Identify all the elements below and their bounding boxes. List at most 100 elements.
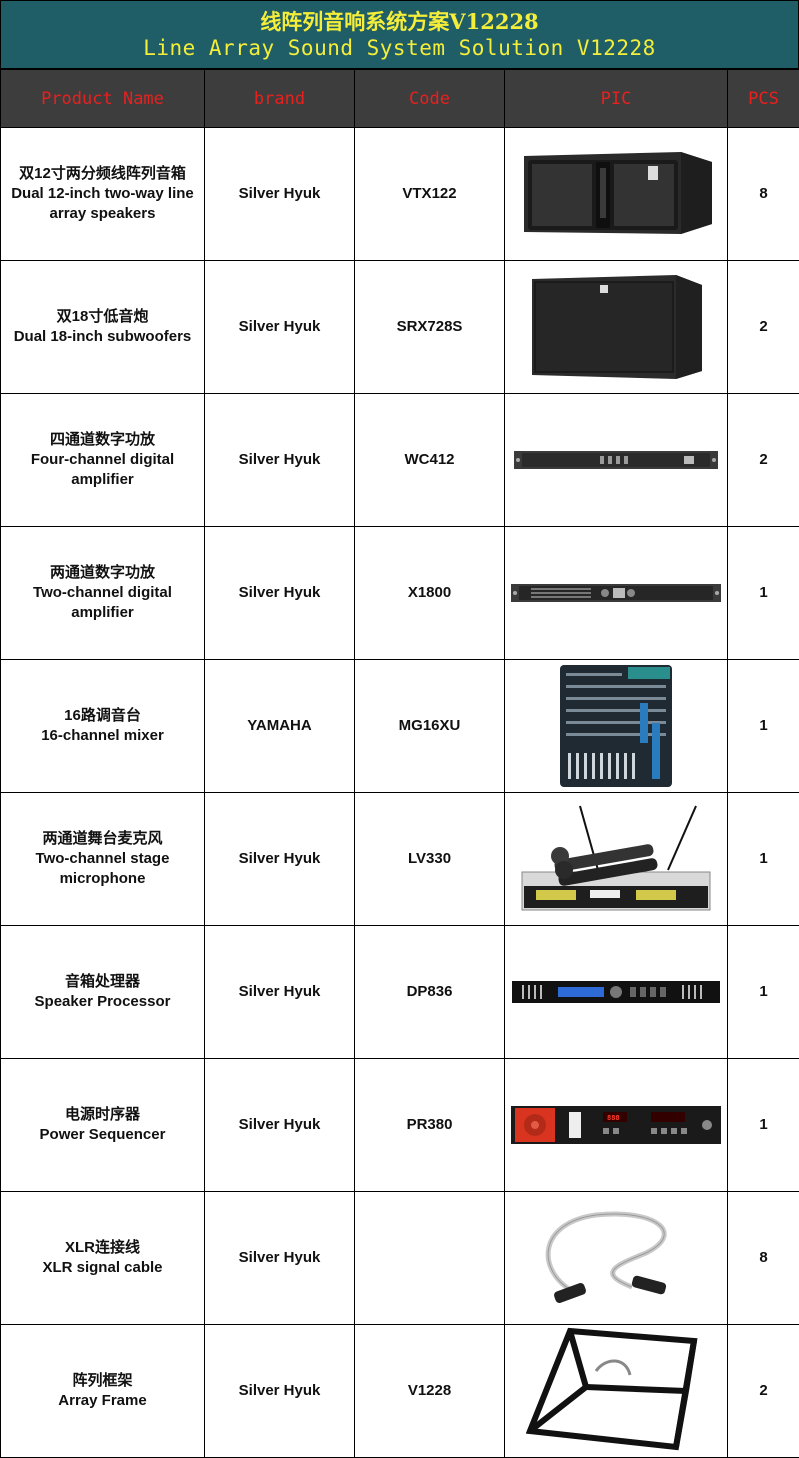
header-product-name: Product Name xyxy=(1,70,205,128)
table-row: 双18寸低音炮 Dual 18-inch subwoofers Silver H… xyxy=(1,261,799,394)
pic-cell xyxy=(505,128,728,261)
pcs-cell: 1 xyxy=(728,660,799,793)
brand-cell: Silver Hyuk xyxy=(205,261,355,394)
product-table: Product Name brand Code PIC PCS 双12寸两分频线… xyxy=(0,69,799,1458)
header-row: Product Name brand Code PIC PCS xyxy=(1,70,799,128)
product-name-en: Array Frame xyxy=(1,1391,204,1411)
pcs-cell: 1 xyxy=(728,527,799,660)
product-name-cn: 阵列框架 xyxy=(1,1371,204,1391)
pcs-cell: 2 xyxy=(728,394,799,527)
pcs-cell: 8 xyxy=(728,1192,799,1325)
product-name-en: Two-channel stage microphone xyxy=(1,849,204,889)
product-name-en: Two-channel digital amplifier xyxy=(1,583,204,623)
table-row: XLR连接线 XLR signal cable Silver Hyuk 8 xyxy=(1,1192,799,1325)
svg-text:888: 888 xyxy=(607,1114,620,1122)
pcs-cell: 2 xyxy=(728,261,799,394)
amplifier-icon xyxy=(514,449,718,471)
pic-cell: 888 xyxy=(505,1059,728,1192)
brand-cell: Silver Hyuk xyxy=(205,1192,355,1325)
product-name-en: Dual 18-inch subwoofers xyxy=(1,327,204,347)
product-name-cell: 16路调音台 16-channel mixer xyxy=(1,660,205,793)
pic-cell xyxy=(505,926,728,1059)
product-name-en: Dual 12-inch two-way line array speakers xyxy=(1,184,204,224)
table-row: 两通道数字功放 Two-channel digital amplifier Si… xyxy=(1,527,799,660)
table-row: 双12寸两分频线阵列音箱 Dual 12-inch two-way line a… xyxy=(1,128,799,261)
line-array-speaker-icon xyxy=(516,148,716,240)
title-english: Line Array Sound System Solution V12228 xyxy=(143,35,656,61)
table-row: 两通道舞台麦克风 Two-channel stage microphone Si… xyxy=(1,793,799,926)
header-pcs: PCS xyxy=(728,70,799,128)
product-name-cn: XLR连接线 xyxy=(1,1238,204,1258)
product-name-en: XLR signal cable xyxy=(1,1258,204,1278)
product-name-cell: 电源时序器 Power Sequencer xyxy=(1,1059,205,1192)
brand-cell: Silver Hyuk xyxy=(205,128,355,261)
product-name-cell: 音箱处理器 Speaker Processor xyxy=(1,926,205,1059)
pic-cell xyxy=(505,1325,728,1458)
brand-cell: Silver Hyuk xyxy=(205,527,355,660)
pic-cell xyxy=(505,793,728,926)
product-name-en: Speaker Processor xyxy=(1,992,204,1012)
pcs-cell: 1 xyxy=(728,926,799,1059)
code-cell: SRX728S xyxy=(355,261,505,394)
product-name-cell: XLR连接线 XLR signal cable xyxy=(1,1192,205,1325)
code-cell: PR380 xyxy=(355,1059,505,1192)
title-chinese: 线阵列音响系统方案V12228 xyxy=(260,9,538,35)
code-cell: DP836 xyxy=(355,926,505,1059)
code-cell: WC412 xyxy=(355,394,505,527)
header-brand: brand xyxy=(205,70,355,128)
product-name-cn: 两通道数字功放 xyxy=(1,563,204,583)
product-name-cn: 电源时序器 xyxy=(1,1105,204,1125)
table-row: 电源时序器 Power Sequencer Silver Hyuk PR380 … xyxy=(1,1059,799,1192)
brand-cell: Silver Hyuk xyxy=(205,1325,355,1458)
brand-cell: YAMAHA xyxy=(205,660,355,793)
pcs-cell: 2 xyxy=(728,1325,799,1458)
table-row: 阵列框架 Array Frame Silver Hyuk V1228 xyxy=(1,1325,799,1458)
header-code: Code xyxy=(355,70,505,128)
code-cell: LV330 xyxy=(355,793,505,926)
table-row: 音箱处理器 Speaker Processor Silver Hyuk DP83… xyxy=(1,926,799,1059)
code-cell: MG16XU xyxy=(355,660,505,793)
product-name-cell: 阵列框架 Array Frame xyxy=(1,1325,205,1458)
processor-icon xyxy=(512,979,720,1005)
code-cell: VTX122 xyxy=(355,128,505,261)
product-name-cell: 四通道数字功放 Four-channel digital amplifier xyxy=(1,394,205,527)
code-cell xyxy=(355,1192,505,1325)
product-name-cn: 16路调音台 xyxy=(1,706,204,726)
pic-cell xyxy=(505,394,728,527)
product-name-cn: 双18寸低音炮 xyxy=(1,307,204,327)
title-banner: 线阵列音响系统方案V12228 Line Array Sound System … xyxy=(0,0,799,69)
mixer-icon xyxy=(558,663,674,789)
code-cell: X1800 xyxy=(355,527,505,660)
xlr-cable-icon xyxy=(536,1203,696,1313)
product-name-cn: 双12寸两分频线阵列音箱 xyxy=(1,164,204,184)
product-name-en: 16-channel mixer xyxy=(1,726,204,746)
power-sequencer-icon: 888 xyxy=(511,1102,721,1148)
product-name-cell: 两通道舞台麦克风 Two-channel stage microphone xyxy=(1,793,205,926)
pic-cell xyxy=(505,261,728,394)
wireless-microphone-icon xyxy=(518,804,714,914)
product-name-cn: 四通道数字功放 xyxy=(1,430,204,450)
pcs-cell: 1 xyxy=(728,1059,799,1192)
pcs-cell: 8 xyxy=(728,128,799,261)
product-name-cn: 两通道舞台麦克风 xyxy=(1,829,204,849)
pcs-cell: 1 xyxy=(728,793,799,926)
product-name-en: Four-channel digital amplifier xyxy=(1,450,204,490)
brand-cell: Silver Hyuk xyxy=(205,926,355,1059)
brand-cell: Silver Hyuk xyxy=(205,793,355,926)
brand-cell: Silver Hyuk xyxy=(205,394,355,527)
pic-cell xyxy=(505,660,728,793)
brand-cell: Silver Hyuk xyxy=(205,1059,355,1192)
code-cell: V1228 xyxy=(355,1325,505,1458)
pic-cell xyxy=(505,527,728,660)
pic-cell xyxy=(505,1192,728,1325)
header-pic: PIC xyxy=(505,70,728,128)
amplifier-icon xyxy=(511,582,721,604)
subwoofer-icon xyxy=(526,273,706,381)
product-name-cell: 双18寸低音炮 Dual 18-inch subwoofers xyxy=(1,261,205,394)
product-name-en: Power Sequencer xyxy=(1,1125,204,1145)
table-row: 四通道数字功放 Four-channel digital amplifier S… xyxy=(1,394,799,527)
product-name-cn: 音箱处理器 xyxy=(1,972,204,992)
array-frame-icon xyxy=(526,1327,706,1455)
table-row: 16路调音台 16-channel mixer YAMAHA MG16XU xyxy=(1,660,799,793)
